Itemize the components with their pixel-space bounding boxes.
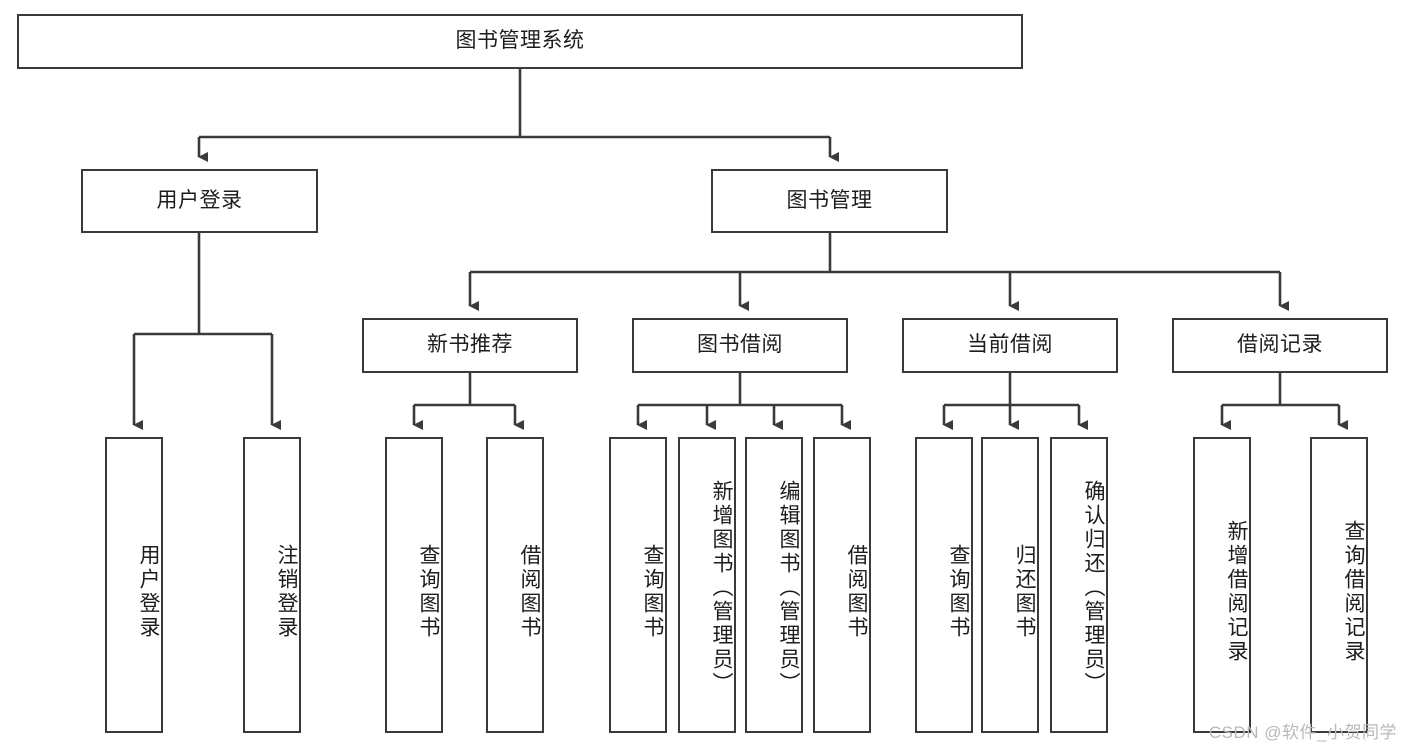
leaf-return-book[interactable]: 归还图书: [981, 437, 1039, 733]
node-borrowing-records-label: 借阅记录: [1237, 333, 1323, 357]
leaf-query-borrow-record-label: 查询借阅记录: [1342, 520, 1365, 664]
node-new-book-recommendation-label: 新书推荐: [427, 333, 513, 357]
node-root[interactable]: 图书管理系统: [17, 14, 1023, 69]
user-login-to-leaves-edges: [132, 233, 281, 430]
watermark-text: CSDN @软件_小贺同学: [1208, 723, 1397, 742]
book-borrow-to-leaves-edges: [636, 373, 851, 430]
node-book-borrowing[interactable]: 图书借阅: [632, 318, 848, 373]
node-borrowing-records[interactable]: 借阅记录: [1172, 318, 1388, 373]
leaf-borrow-book-borrowing[interactable]: 借阅图书: [813, 437, 871, 733]
root-to-level2-edges: [197, 69, 839, 162]
node-user-login-label: 用户登录: [156, 188, 243, 212]
leaf-logout-label: 注销登录: [275, 544, 298, 640]
leaf-add-borrow-record[interactable]: 新增借阅记录: [1193, 437, 1251, 733]
leaf-edit-book-admin[interactable]: 编辑图书（管理员）: [745, 437, 803, 733]
node-book-borrowing-label: 图书借阅: [697, 333, 783, 357]
borrow-record-to-leaves-edges: [1220, 373, 1348, 430]
leaf-confirm-return-admin[interactable]: 确认归还（管理员）: [1050, 437, 1108, 733]
leaf-logout[interactable]: 注销登录: [243, 437, 301, 733]
leaf-query-book-current-label: 查询图书: [947, 544, 970, 640]
current-borrow-to-leaves-edges: [942, 373, 1088, 430]
leaf-user-login[interactable]: 用户登录: [105, 437, 163, 733]
leaf-borrow-book-borrowing-label: 借阅图书: [845, 544, 868, 640]
node-current-borrowing-label: 当前借阅: [967, 333, 1053, 357]
leaf-add-book-admin-label: 新增图书（管理员）: [710, 480, 733, 696]
leaf-add-borrow-record-label: 新增借阅记录: [1225, 520, 1248, 664]
leaf-query-book-recommend[interactable]: 查询图书: [385, 437, 443, 733]
book-manage-to-level3-edges: [468, 233, 1289, 311]
leaf-user-login-label: 用户登录: [137, 544, 160, 640]
leaf-return-book-label: 归还图书: [1013, 544, 1036, 640]
new-book-to-leaves-edges: [412, 373, 524, 430]
leaf-confirm-return-admin-label: 确认归还（管理员）: [1082, 480, 1105, 696]
leaf-borrow-book-recommend[interactable]: 借阅图书: [486, 437, 544, 733]
leaf-query-book-borrowing[interactable]: 查询图书: [609, 437, 667, 733]
node-root-label: 图书管理系统: [455, 29, 585, 53]
leaf-query-book-borrowing-label: 查询图书: [641, 544, 664, 640]
leaf-query-book-current[interactable]: 查询图书: [915, 437, 973, 733]
node-user-login[interactable]: 用户登录: [81, 169, 318, 233]
leaf-edit-book-admin-label: 编辑图书（管理员）: [777, 480, 800, 696]
node-book-management-label: 图书管理: [786, 188, 873, 212]
leaf-query-book-recommend-label: 查询图书: [417, 544, 440, 640]
leaf-query-borrow-record[interactable]: 查询借阅记录: [1310, 437, 1368, 733]
node-current-borrowing[interactable]: 当前借阅: [902, 318, 1118, 373]
node-book-management[interactable]: 图书管理: [711, 169, 948, 233]
node-new-book-recommendation[interactable]: 新书推荐: [362, 318, 578, 373]
leaf-add-book-admin[interactable]: 新增图书（管理员）: [678, 437, 736, 733]
leaf-borrow-book-recommend-label: 借阅图书: [518, 544, 541, 640]
